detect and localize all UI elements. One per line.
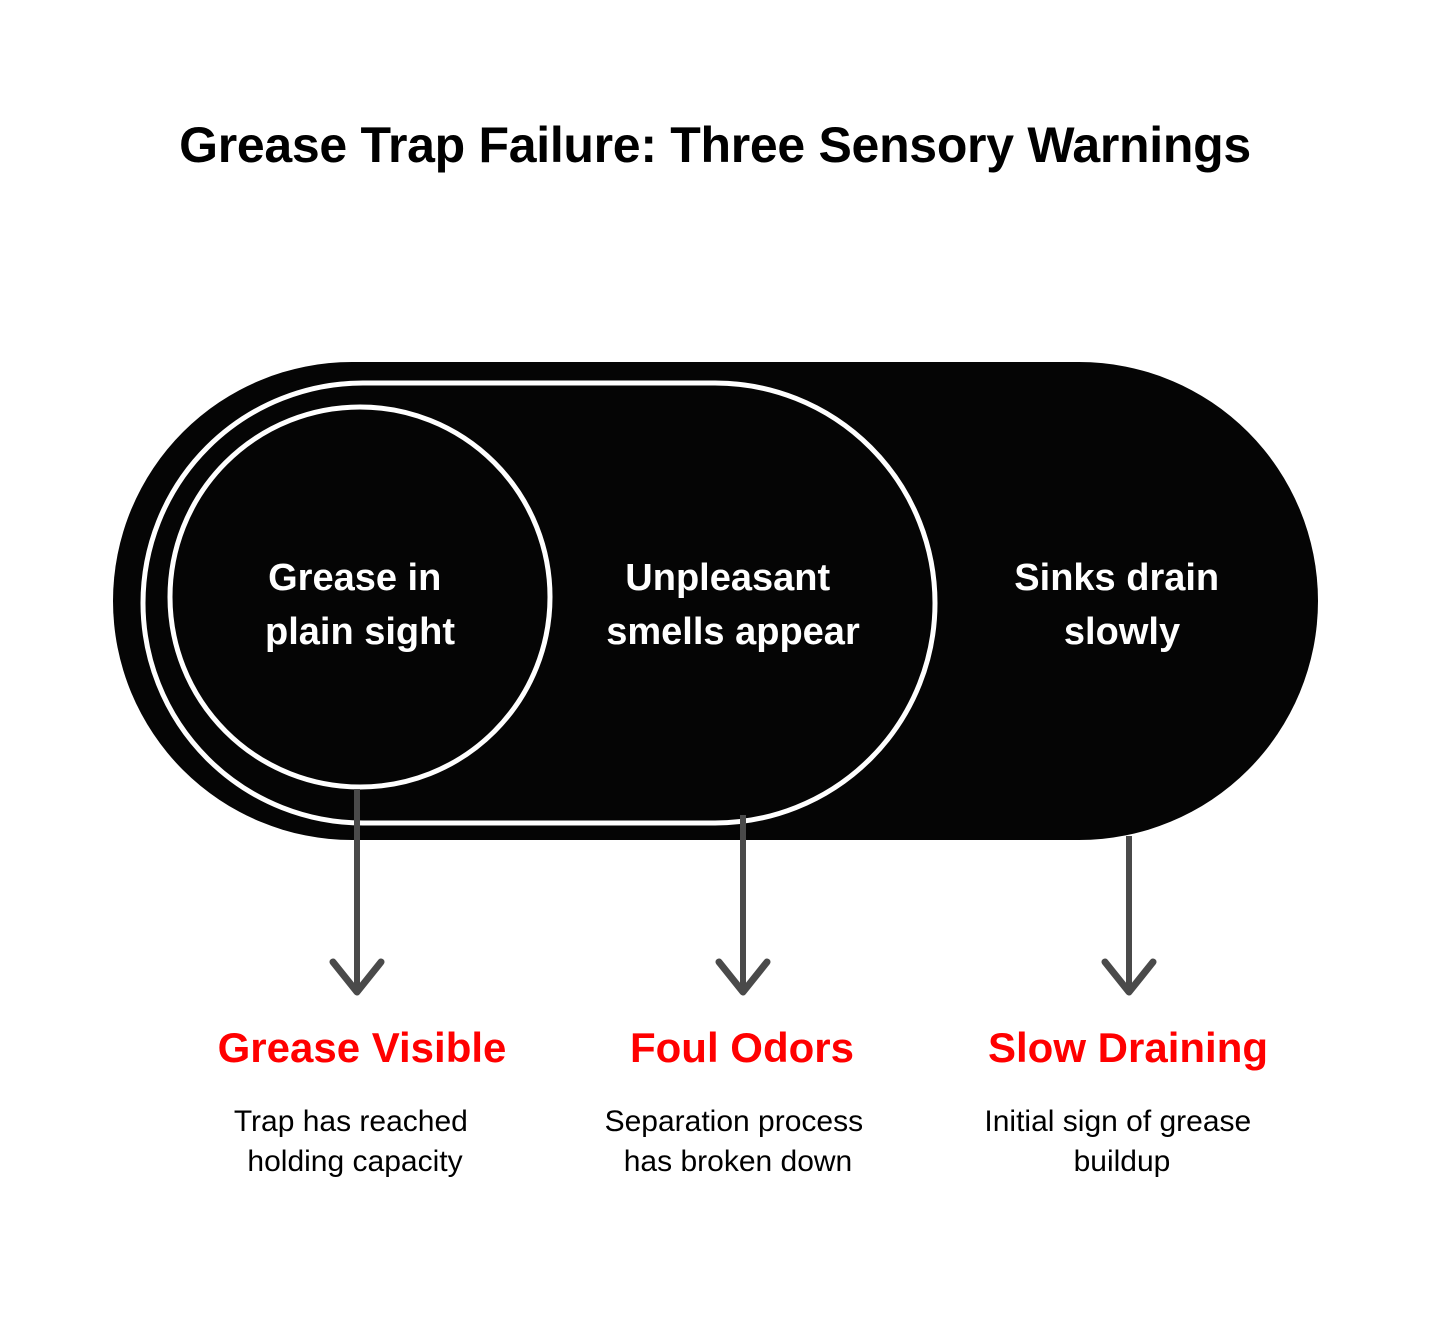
callout-1-title: Grease Visible <box>218 1024 507 1071</box>
callout-3-desc: Initial sign of grease buildup <box>984 1105 1259 1178</box>
stage-3-label-line1: Sinks drain <box>1014 557 1219 599</box>
stage-1-label-line1: Grease in <box>268 557 441 599</box>
callout-2-desc-line2: has broken down <box>624 1145 853 1178</box>
stage-2-label-line2: smells appear <box>606 611 860 653</box>
callout-3-desc-line2: buildup <box>1074 1145 1171 1178</box>
callout-1-desc-line2: holding capacity <box>247 1145 462 1178</box>
connector-arrow-3 <box>1101 836 1157 996</box>
connector-arrow-2 <box>715 815 771 996</box>
callout-3-desc-line1: Initial sign of grease <box>984 1105 1251 1138</box>
stage-2-label: Unpleasant smells appear <box>606 557 860 653</box>
callout-2-desc-line1: Separation process <box>605 1105 864 1138</box>
callout-3-title: Slow Draining <box>988 1024 1268 1071</box>
stage-3-label: Sinks drain slowly <box>1014 557 1229 653</box>
stage-1-circle <box>167 404 553 790</box>
stage-3-label-line2: slowly <box>1064 611 1180 653</box>
callout-1-desc-line1: Trap has reached <box>234 1105 468 1138</box>
callout-1-desc: Trap has reached holding capacity <box>234 1105 476 1178</box>
stage-1-label: Grease in plain sight <box>265 557 455 653</box>
page-title: Grease Trap Failure: Three Sensory Warni… <box>179 117 1251 173</box>
callout-2-desc: Separation process has broken down <box>605 1105 872 1178</box>
connector-arrow-1 <box>329 789 385 996</box>
callout-2-title: Foul Odors <box>630 1024 854 1071</box>
stage-2-label-line1: Unpleasant <box>625 557 830 599</box>
stage-1-label-line2: plain sight <box>265 611 455 653</box>
